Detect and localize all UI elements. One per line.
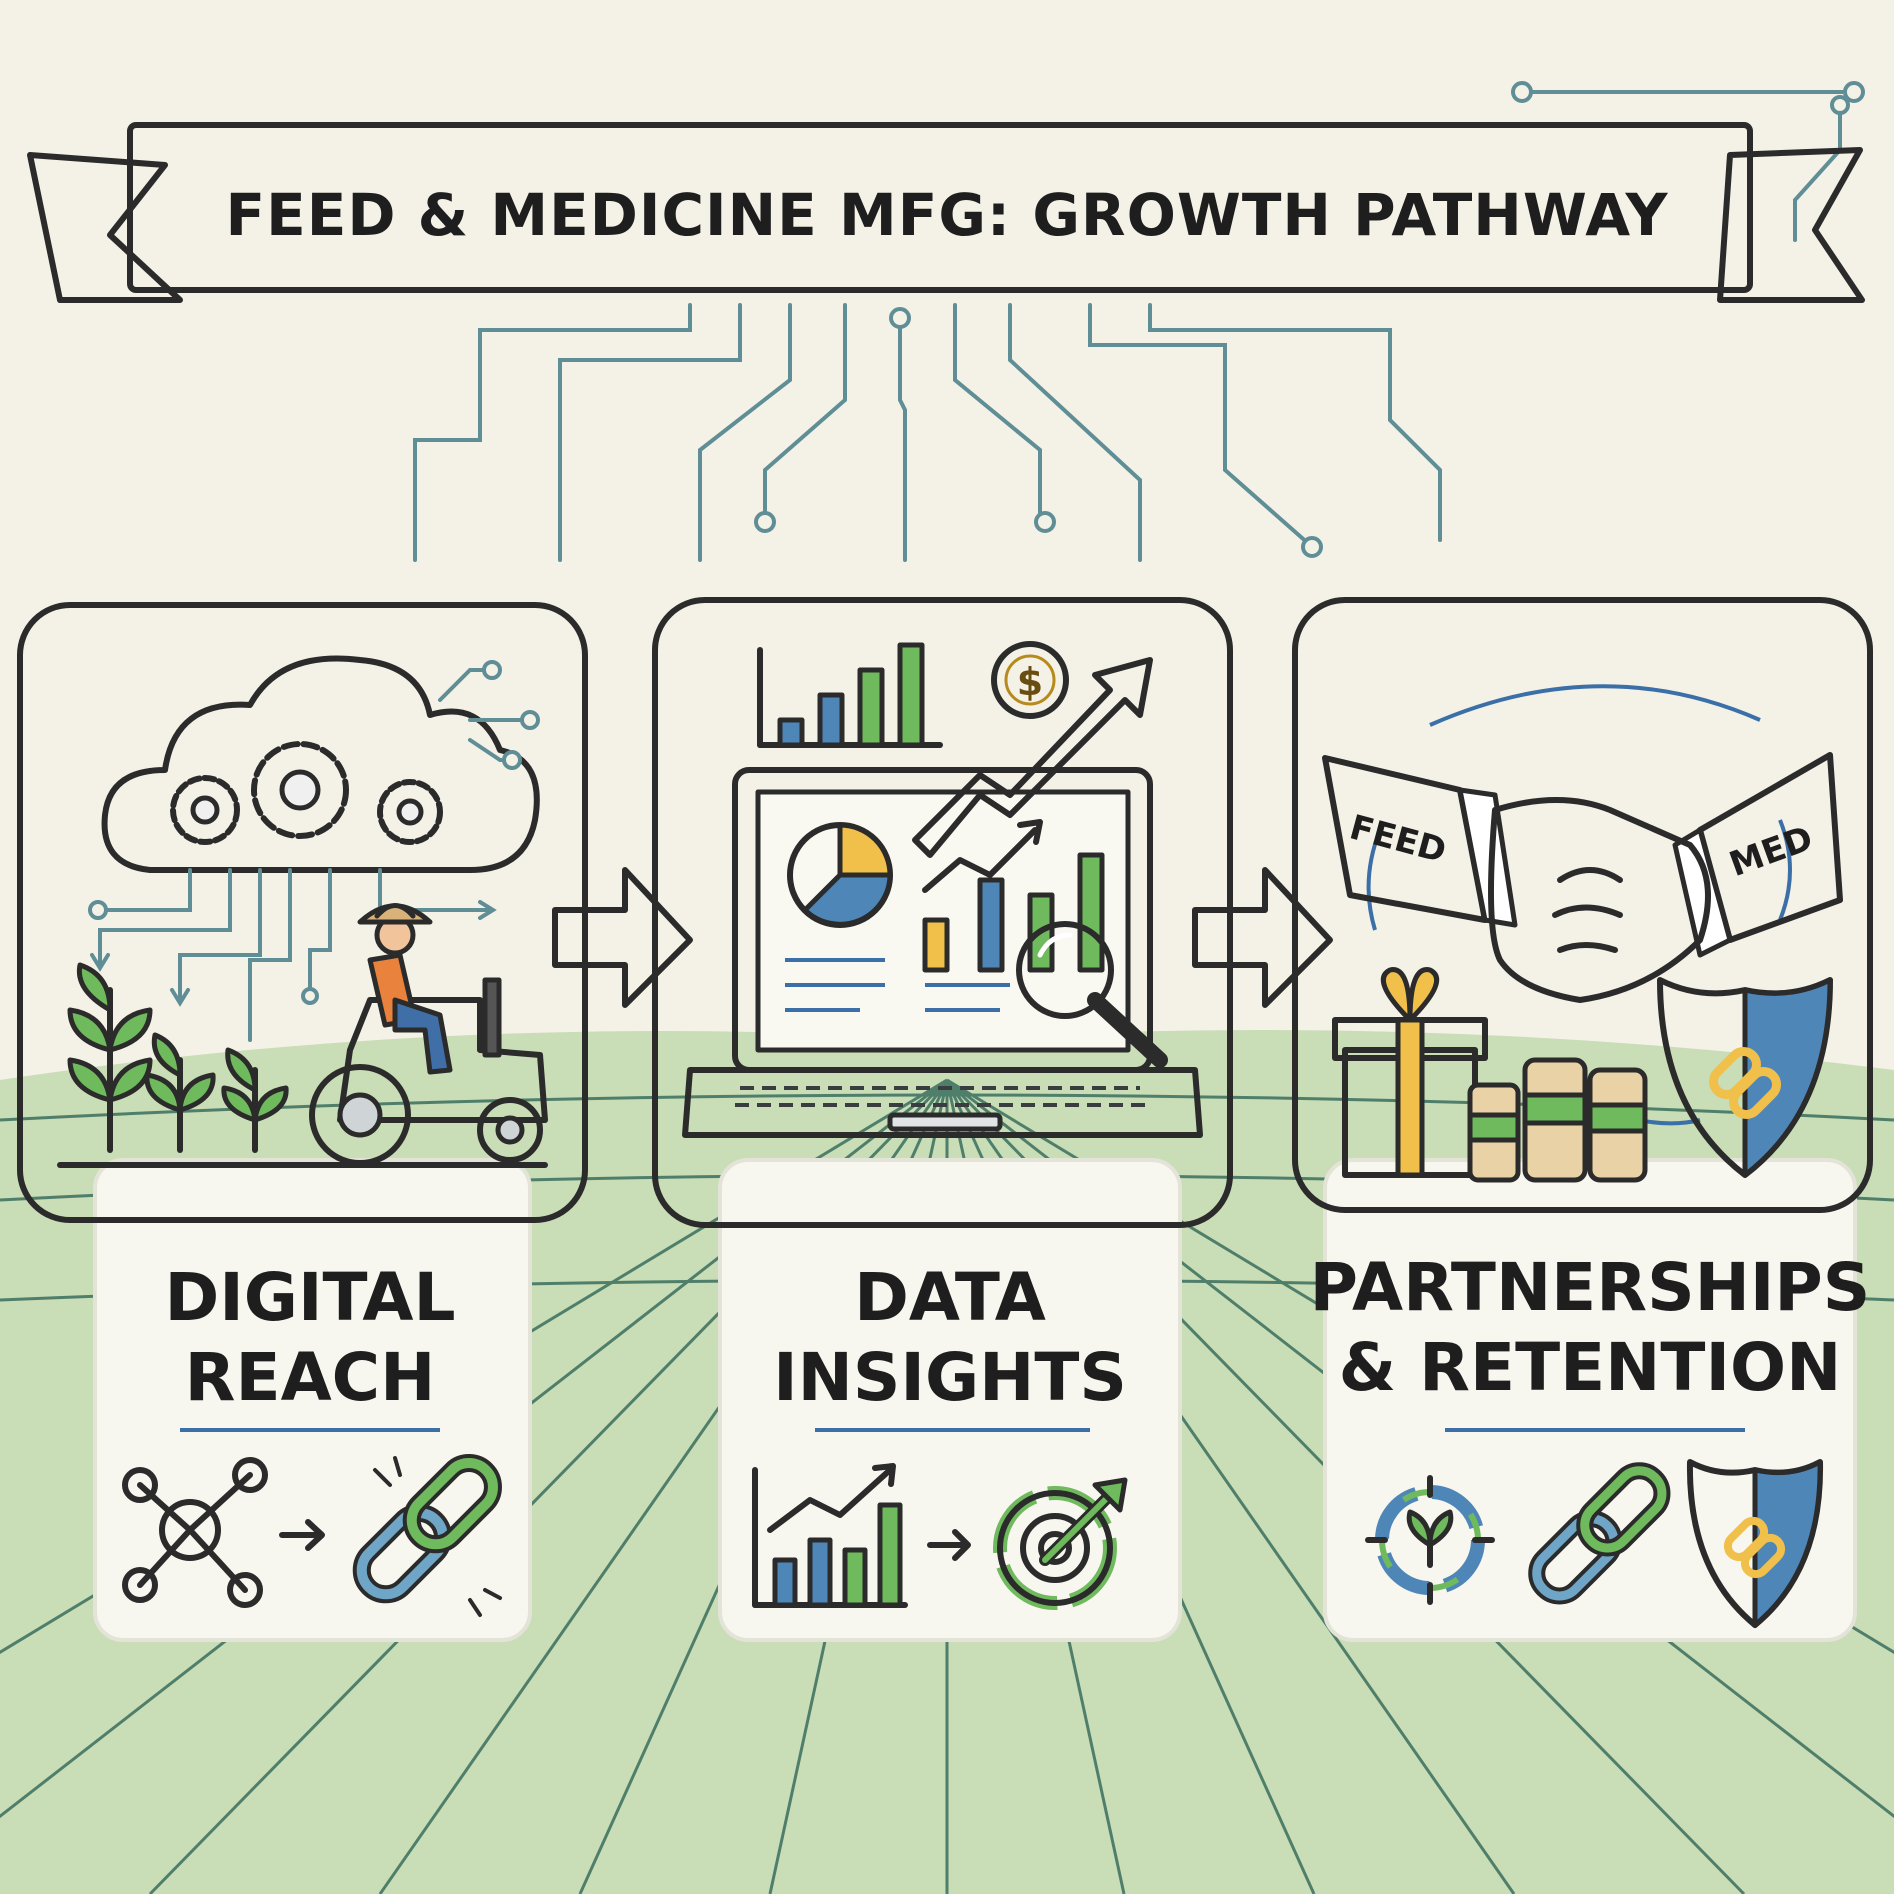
step-3-label-line2: & RETENTION <box>1339 1329 1842 1406</box>
title-banner: FEED & MEDICINE MFG: GROWTH PATHWAY <box>27 122 1865 303</box>
analytics-chart-icon <box>752 1463 908 1608</box>
chain-link-icon-2 <box>1528 1462 1671 1605</box>
shield-chain-icon <box>1657 977 1833 1178</box>
page-title: FEED & MEDICINE MFG: GROWTH PATHWAY <box>225 181 1668 249</box>
step-1-panel <box>17 602 588 1223</box>
step-2-panel: $ <box>652 597 1233 1228</box>
bar-chart-icon <box>757 642 943 748</box>
step-arrow-1 <box>552 867 693 1008</box>
tractor-icon <box>309 903 548 1166</box>
step-2-label-line1: DATA <box>854 1259 1046 1336</box>
circuit-lines <box>413 81 1865 562</box>
arrow-right-icon <box>279 1519 325 1551</box>
step-3-label-line1: PARTNERSHIPS <box>1310 1249 1871 1326</box>
pie-chart-icon <box>787 822 893 928</box>
chain-link-icon <box>352 1454 502 1617</box>
svg-text:$: $ <box>1017 660 1043 704</box>
target-growth-icon <box>993 1477 1128 1610</box>
step-1-label-line1: DIGITAL <box>164 1259 455 1336</box>
crop-plants-icon <box>57 962 548 1168</box>
step-3-panel: FEED MED <box>1292 597 1873 1213</box>
growth-arrow-icon <box>912 657 1153 858</box>
sprout-target-icon <box>1365 1475 1495 1605</box>
gear-icon <box>170 741 443 845</box>
network-node-icon <box>122 1457 268 1608</box>
magnifier-icon <box>1016 921 1168 1068</box>
handshake-icon: FEED MED <box>1322 752 1843 1003</box>
coin-icon: $ <box>991 641 1069 719</box>
med-sleeve-tag: MED <box>1724 818 1818 885</box>
shield-chain-icon-2 <box>1686 1459 1824 1628</box>
feed-sleeve-tag: FEED <box>1345 807 1450 871</box>
step-2-label-line2: INSIGHTS <box>773 1339 1127 1416</box>
cloud-icon <box>101 655 540 873</box>
medicine-bottles-icon <box>1467 1057 1648 1183</box>
text-lines <box>785 958 1010 1012</box>
arrow-right-icon-2 <box>927 1529 971 1561</box>
step-1-label-line2: REACH <box>185 1339 436 1416</box>
network-lines <box>88 660 540 1042</box>
screen-chart-icon <box>922 819 1105 973</box>
step-arrow-2 <box>1192 867 1333 1008</box>
